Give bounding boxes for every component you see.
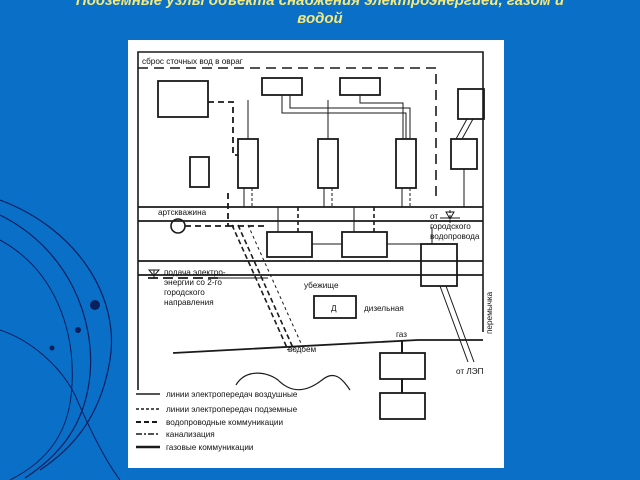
label-jumper: перемычка	[485, 291, 494, 334]
legend-item: газовые коммуникации	[166, 443, 253, 452]
legend-item: водопроводные коммуникации	[166, 418, 283, 427]
label-sewage: сброс сточных вод в овраг	[142, 57, 243, 66]
label-power-feed-2: энергии со 2-го	[164, 278, 222, 287]
slide-title-line-1: Подземные узлы объекта снабжения электро…	[75, 0, 565, 9]
label-city-water-2: городского	[430, 222, 471, 231]
building	[237, 138, 259, 189]
fence-line	[138, 67, 437, 200]
building	[420, 243, 458, 287]
inlet-triangle	[445, 211, 455, 221]
legend-item: линии электропередач воздушные	[166, 390, 298, 399]
road-line	[172, 339, 483, 354]
building	[450, 138, 478, 170]
building	[157, 80, 209, 118]
label-shelter: убежище	[304, 281, 339, 290]
utility-diagram: сброс сточных вод в овраг артскважина от…	[136, 51, 494, 452]
slide-title: Подземные узлы объекта снабжения электро…	[20, 0, 620, 28]
label-city-water-3: водопровода	[430, 232, 480, 241]
label-well: артскважина	[158, 208, 207, 217]
legend-item: канализация	[166, 430, 215, 439]
gas-station	[379, 352, 426, 380]
orbit-dot	[90, 300, 100, 310]
building	[266, 231, 313, 258]
feed-triangle	[147, 269, 161, 277]
building	[261, 77, 303, 96]
legend: линии электропередач воздушные линии эле…	[166, 390, 298, 452]
label-power-line: от ЛЭП	[456, 367, 484, 376]
label-diesel: дизельная	[364, 304, 404, 313]
orbit-dot	[49, 345, 55, 351]
building	[341, 231, 388, 258]
building	[339, 77, 381, 96]
pond-outline	[235, 372, 351, 391]
label-diesel-box: Д	[331, 304, 337, 313]
diesel-building	[313, 295, 357, 319]
label-power-feed-4: направления	[164, 298, 214, 307]
label-city-water-1: от	[430, 212, 438, 221]
label-power-feed-1: подача электро-	[164, 268, 226, 277]
slide-title-line-2: водой	[297, 10, 343, 27]
building	[189, 156, 210, 188]
label-gas: газ	[396, 330, 407, 339]
legend-item: линии электропередач подземные	[166, 405, 298, 414]
label-power-feed-3: городского	[164, 288, 205, 297]
building	[395, 138, 417, 189]
building	[457, 88, 485, 120]
gas-station	[379, 392, 426, 420]
diagram-panel: сброс сточных вод в овраг артскважина от…	[128, 40, 504, 468]
building	[317, 138, 339, 189]
label-pond: водоем	[288, 345, 317, 354]
orbit-dot	[75, 327, 81, 333]
